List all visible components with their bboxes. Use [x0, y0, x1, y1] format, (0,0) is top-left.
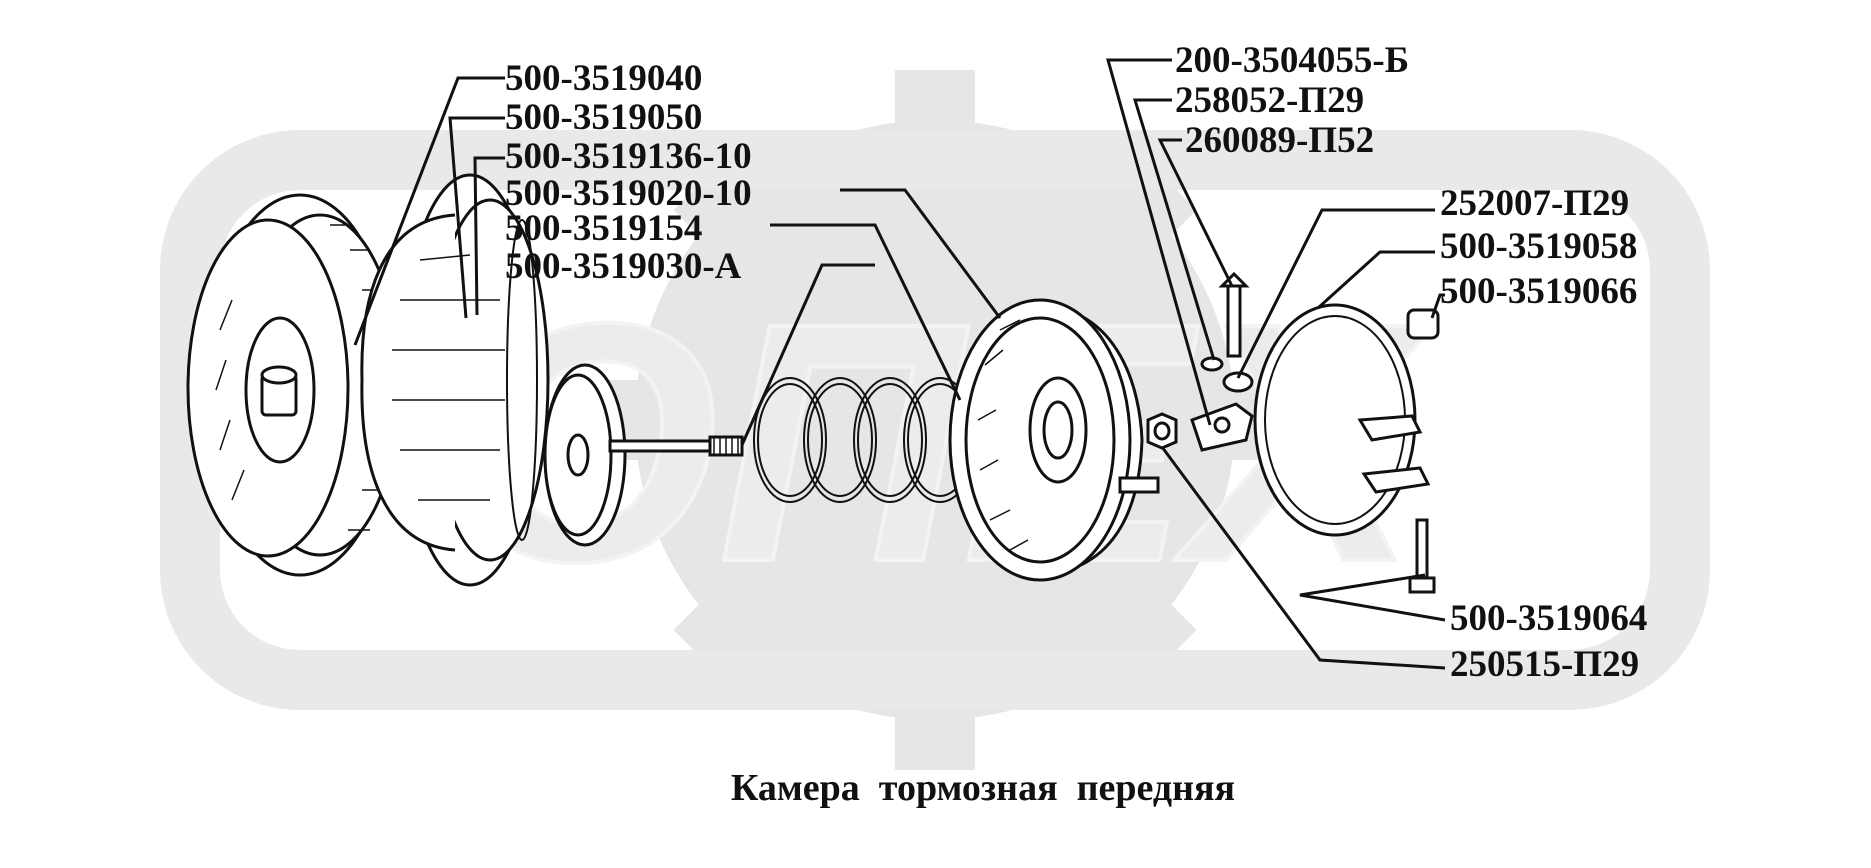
- diagram-caption: Камера тормозная передняя: [731, 767, 1235, 809]
- chamber-stud: [1118, 476, 1160, 494]
- label-500-3519020-10: 500-3519020-10: [505, 173, 752, 214]
- leader-lines: [353, 58, 1446, 670]
- clamp-bolt-500-3519064: [1415, 518, 1429, 584]
- label-500-3519058: 500-3519058: [1440, 226, 1637, 267]
- return-spring: [753, 377, 977, 503]
- label-260089-p52: 260089-П52: [1185, 120, 1374, 161]
- cover-housing: [186, 193, 402, 577]
- pin-bolt: [1226, 284, 1242, 358]
- label-500-3519030-a: 500-3519030-А: [505, 246, 742, 287]
- label-252007-p29: 252007-П29: [1440, 183, 1629, 224]
- diaphragm: [360, 173, 550, 587]
- label-500-3519064: 500-3519064: [1450, 598, 1647, 639]
- label-500-3519040: 500-3519040: [505, 58, 702, 99]
- label-500-3519136-10: 500-3519136-10: [505, 136, 752, 177]
- label-500-3519154: 500-3519154: [505, 208, 702, 249]
- watermark-gear-body: [635, 120, 1235, 720]
- label-258052-p29: 258052-П29: [1175, 80, 1364, 121]
- push-rod: [608, 439, 727, 453]
- clamp-lug-lower: [1361, 466, 1431, 494]
- pushrod-disc: [543, 363, 744, 547]
- clamp-lug-upper: [1357, 414, 1423, 442]
- label-500-3519050: 500-3519050: [505, 97, 702, 138]
- chamber-body: [948, 298, 1160, 582]
- watermark: ОПЕХ: [160, 70, 1710, 770]
- part-labels: 500-3519040 500-3519050 500-3519136-10 5…: [505, 40, 1647, 685]
- label-250515-p29: 250515-П29: [1450, 644, 1639, 685]
- clamp-nut-500-3519066: [1406, 308, 1440, 340]
- washer: [1222, 371, 1254, 393]
- clamp-ring: [1253, 303, 1440, 594]
- label-500-3519066: 500-3519066: [1440, 271, 1637, 312]
- label-200-3504055-b: 200-3504055-Б: [1175, 40, 1409, 81]
- cotter-pin: [1200, 356, 1224, 372]
